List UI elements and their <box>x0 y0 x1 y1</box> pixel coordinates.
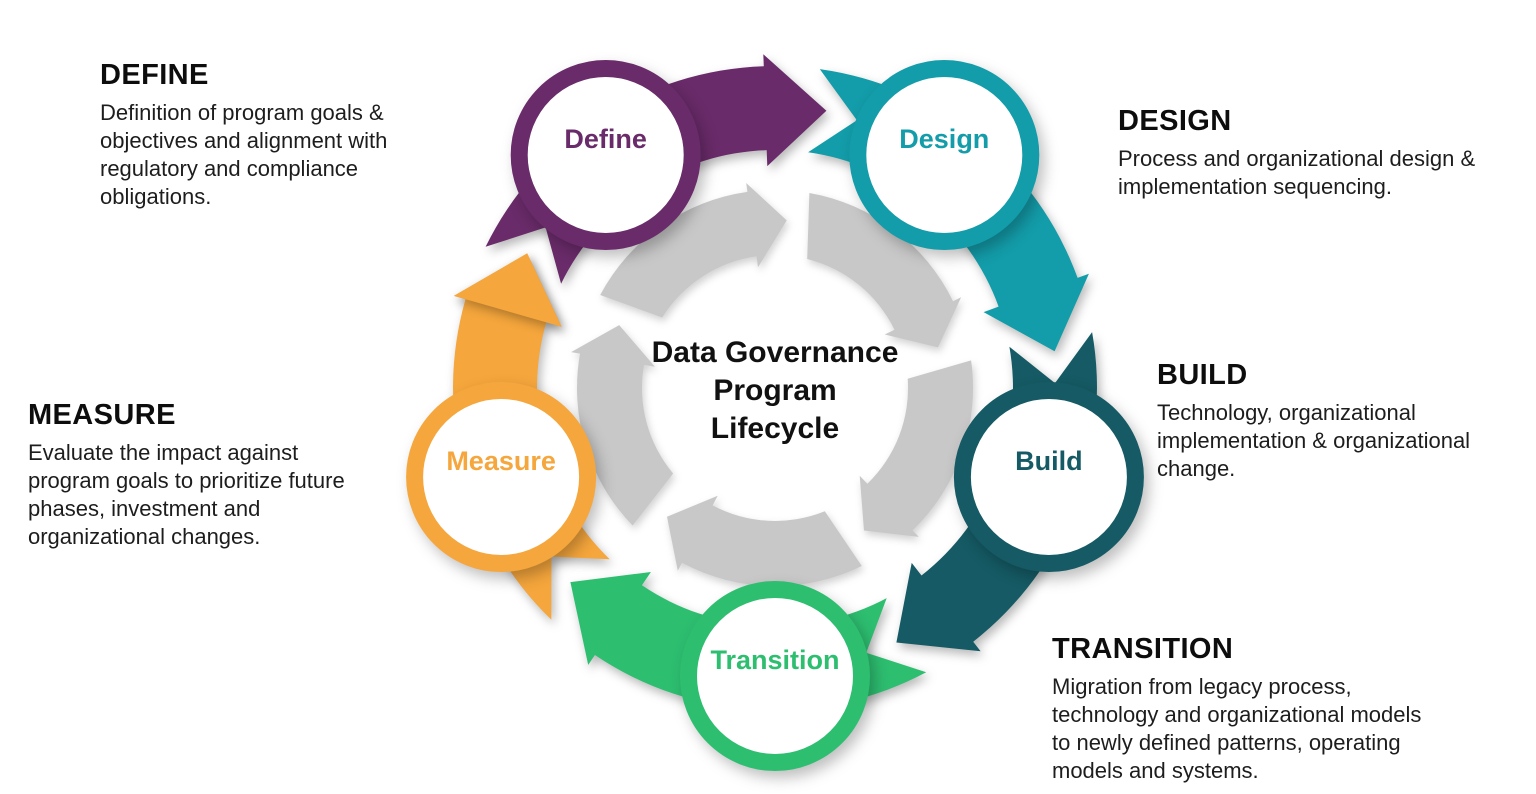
inner-cycle-arrow-4 <box>667 495 862 587</box>
inner-cycle-arrow-5 <box>571 325 674 526</box>
node-label-measure: Measure <box>446 446 556 476</box>
node-circle-define <box>510 60 701 250</box>
node-circle-transition <box>680 581 870 771</box>
stage-description-design: DESIGN Process and organizational design… <box>1118 104 1520 201</box>
center-title-line-2: Program <box>713 374 837 407</box>
stage-desc-build: Technology, organizational implementatio… <box>1157 400 1471 481</box>
center-title-line-3: Lifecycle <box>710 412 840 445</box>
stage-desc-define: Definition of program goals & objectives… <box>100 100 388 209</box>
stage-desc-design: Process and organizational design & impl… <box>1118 146 1476 199</box>
stage-heading-build: BUILD <box>1157 359 1248 391</box>
stage-heading-define: DEFINE <box>100 59 209 91</box>
node-circle-design <box>849 60 1040 250</box>
stage-description-measure: MEASURE Evaluate the impact against prog… <box>28 398 373 551</box>
node-label-define: Define <box>564 124 647 154</box>
stage-heading-design: DESIGN <box>1118 105 1232 137</box>
diagram-center-title: Data Governance Program Lifecycle <box>625 334 925 448</box>
stage-desc-transition: Migration from legacy process, technolog… <box>1052 674 1422 783</box>
arrow-measure-to-define-head <box>453 253 562 327</box>
center-title-line-1: Data Governance <box>651 336 899 369</box>
node-label-transition: Transition <box>710 645 839 675</box>
stage-description-transition: TRANSITION Migration from legacy process… <box>1052 632 1424 785</box>
node-label-build: Build <box>1015 446 1083 476</box>
inner-cycle-arrow-2 <box>807 193 962 348</box>
node-circle-build <box>953 382 1144 572</box>
stage-heading-measure: MEASURE <box>28 399 176 431</box>
inner-cycle-arrow-1 <box>600 183 787 318</box>
stage-heading-transition: TRANSITION <box>1052 633 1234 665</box>
stage-desc-measure: Evaluate the impact against program goal… <box>28 440 345 549</box>
node-circle-measure <box>406 382 597 572</box>
stage-description-define: DEFINE Definition of program goals & obj… <box>100 58 445 211</box>
node-label-design: Design <box>899 124 989 154</box>
inner-cycle-arrow-3 <box>859 360 974 537</box>
stage-description-build: BUILD Technology, organizational impleme… <box>1157 358 1519 483</box>
